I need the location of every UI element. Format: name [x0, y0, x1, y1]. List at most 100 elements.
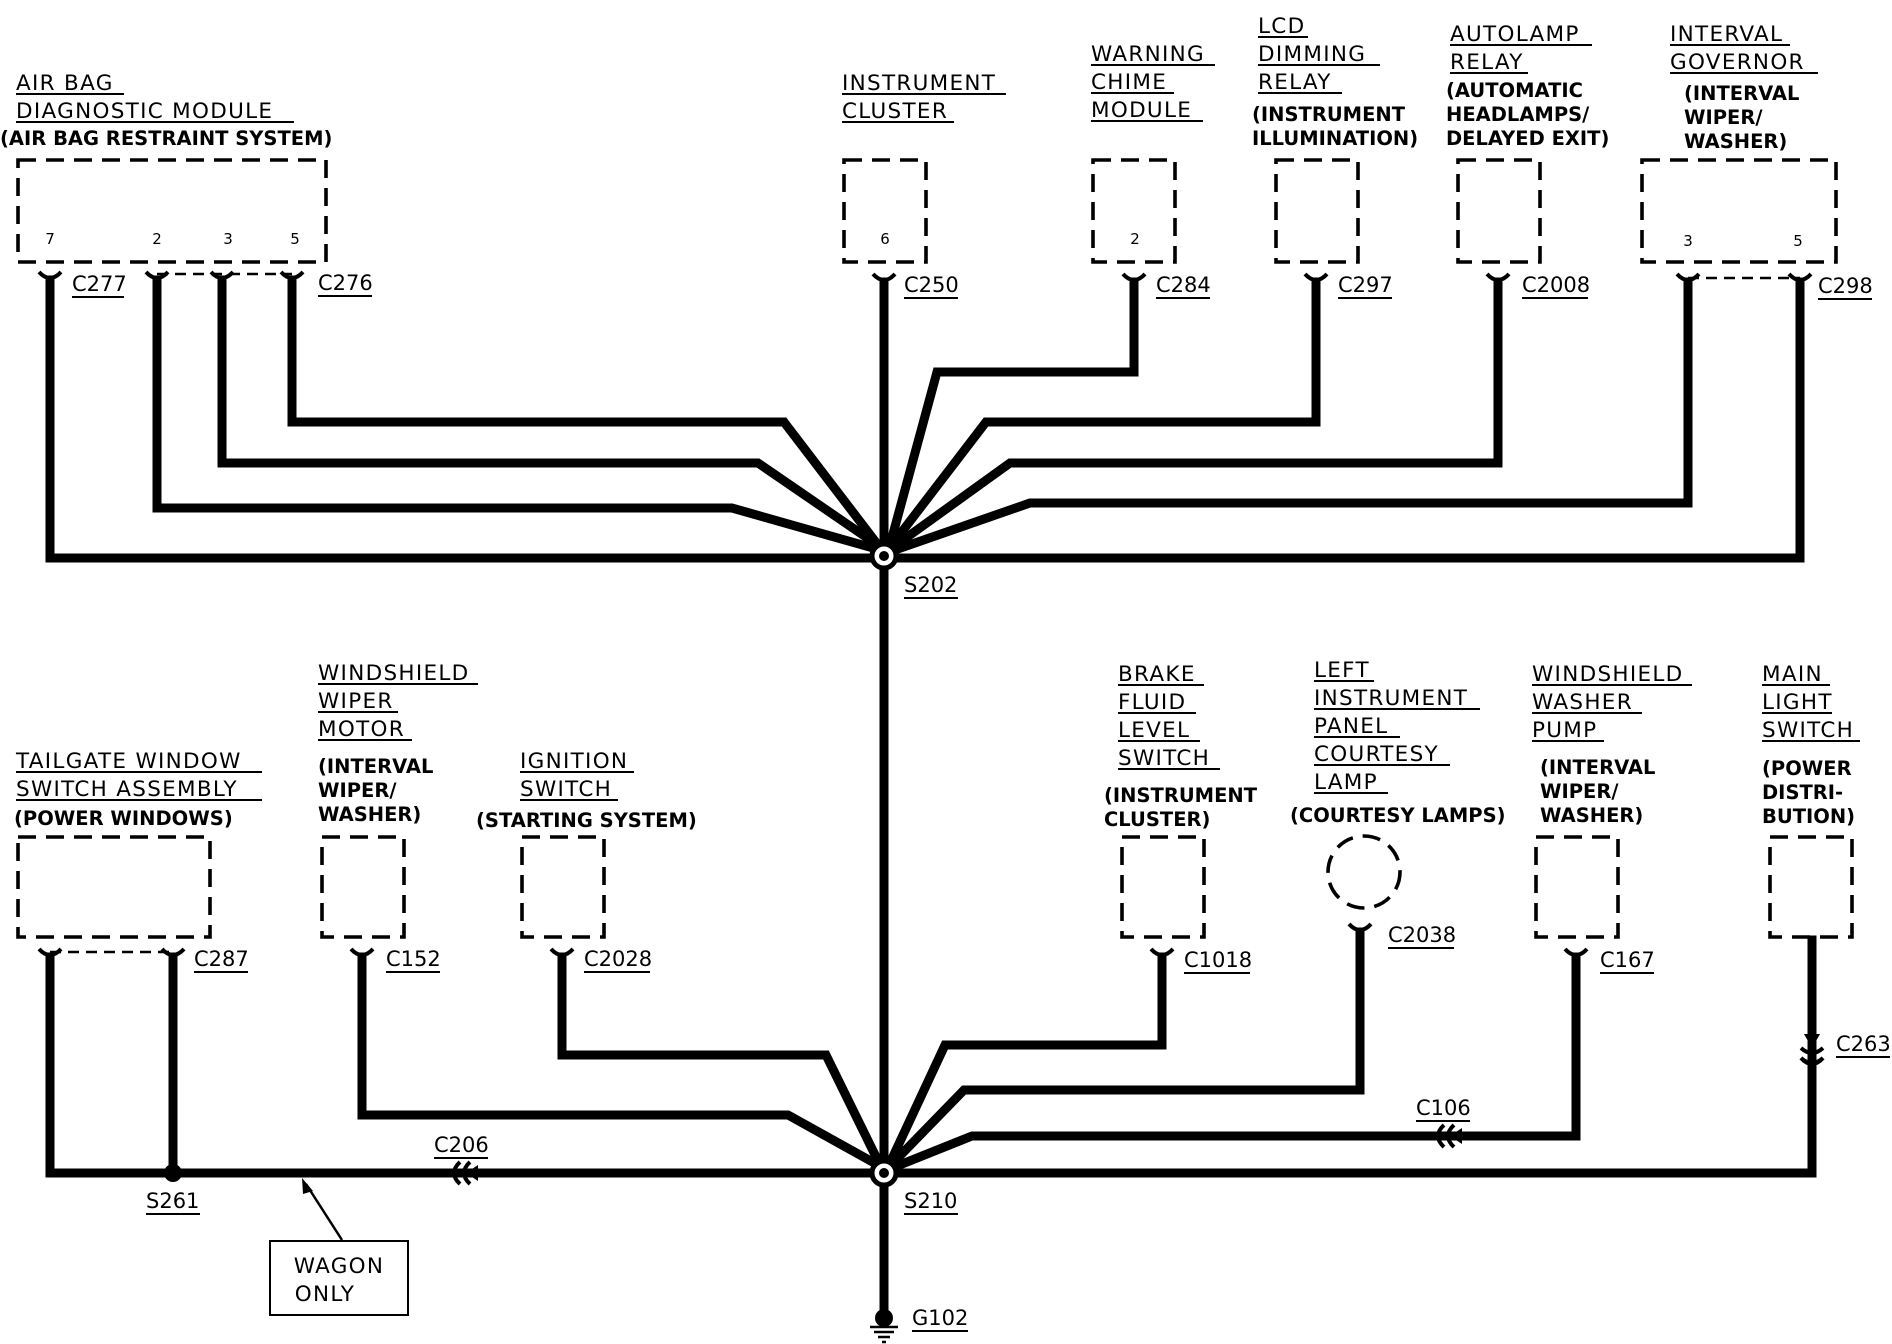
- connector-labels: C277 C276 C250 C284 C297 C2008 C298 S202…: [72, 271, 1891, 1332]
- interval-governor-box: [1640, 158, 1838, 264]
- component-boxes: [16, 158, 1854, 939]
- lower-wires: [45, 927, 1817, 1323]
- wire-c152-s210: [357, 952, 885, 1172]
- washer-system-1: (INTERVAL: [1540, 756, 1655, 779]
- wire-c1018-s210: [884, 952, 1167, 1169]
- washer-pump-box: [1534, 835, 1620, 939]
- wiper-motor-title-1: WINDSHIELD: [318, 661, 470, 686]
- air-bag-module-box: [16, 158, 328, 264]
- label-c167: C167: [1600, 948, 1655, 972]
- label-c287: C287: [194, 947, 249, 971]
- washer-system-2: WIPER/: [1540, 780, 1619, 803]
- air-bag-title-2: DIAGNOSTIC MODULE: [16, 99, 273, 124]
- main-light-title-3: SWITCH: [1762, 718, 1854, 743]
- lcd-title-2: DIMMING: [1258, 42, 1366, 67]
- splice-s210: [869, 1158, 899, 1188]
- wire-c287-left-s261: [45, 952, 178, 1178]
- splice-s261: [164, 1164, 182, 1182]
- c206-arrow: [452, 1160, 478, 1186]
- connector-fork-c2008: [1485, 272, 1511, 282]
- pin-2: 2: [152, 230, 162, 248]
- wire-c167-s210: [886, 952, 1581, 1174]
- pin-6: 6: [880, 230, 890, 248]
- label-c284: C284: [1156, 273, 1211, 297]
- brake-title-4: SWITCH: [1118, 746, 1210, 771]
- instrument-cluster-title-1: INSTRUMENT: [842, 71, 996, 96]
- connector-fork-c2028: [549, 947, 575, 957]
- splice-s202: [869, 541, 899, 571]
- courtesy-title-2: INSTRUMENT: [1314, 686, 1468, 711]
- connector-fork-c276-pin2: [144, 270, 170, 280]
- governor-system-2: WIPER/: [1684, 106, 1763, 129]
- wiper-motor-box: [320, 835, 406, 939]
- label-c263: C263: [1836, 1032, 1891, 1056]
- label-c298: C298: [1818, 274, 1873, 298]
- wire-c263-s210: [879, 935, 1817, 1178]
- warning-chime-title-2: CHIME: [1091, 70, 1167, 95]
- connector-fork-c277: [37, 270, 63, 280]
- governor-title-2: GOVERNOR: [1670, 50, 1805, 75]
- connector-fork-c1018: [1149, 947, 1175, 957]
- ignition-title-1: IGNITION: [520, 749, 628, 774]
- tailgate-switch-box: [16, 835, 212, 939]
- wire-c277-s202: [45, 275, 889, 563]
- label-g102: G102: [912, 1306, 968, 1330]
- autolamp-title-1: AUTOLAMP: [1450, 22, 1580, 47]
- instrument-cluster-box: [842, 158, 928, 264]
- lcd-title-3: RELAY: [1258, 70, 1332, 95]
- wagon-note-line-2: ONLY: [295, 1282, 355, 1307]
- pin-numbers: 7 2 3 5 6 2 3 5: [45, 230, 1803, 250]
- air-bag-system: (AIR BAG RESTRAINT SYSTEM): [0, 127, 332, 150]
- inline-connectors: [302, 1034, 1825, 1241]
- connector-fork-c287-left: [37, 947, 63, 957]
- label-c1018: C1018: [1184, 948, 1252, 972]
- main-light-system-1: (POWER: [1762, 757, 1852, 780]
- pin-2-chime: 2: [1130, 230, 1140, 248]
- instrument-cluster-title-2: CLUSTER: [842, 99, 948, 124]
- wire-c2028-s210: [557, 952, 886, 1170]
- connector-fork-c276-pin5: [279, 270, 305, 280]
- label-c2038: C2038: [1388, 923, 1456, 947]
- label-c106: C106: [1416, 1096, 1471, 1120]
- wire-c297-s202: [884, 277, 1321, 553]
- pin-3: 3: [223, 230, 233, 248]
- ground-symbol-g102: [870, 1309, 898, 1344]
- washer-title-2: WASHER: [1532, 690, 1633, 715]
- autolamp-title-2: RELAY: [1450, 50, 1524, 75]
- tailgate-system: (POWER WINDOWS): [14, 807, 233, 830]
- label-c2028: C2028: [584, 947, 652, 971]
- courtesy-title-5: LAMP: [1314, 770, 1378, 795]
- autolamp-system-1: (AUTOMATIC: [1446, 79, 1583, 102]
- governor-system-1: (INTERVAL: [1684, 82, 1799, 105]
- wire-c276-pin2-s202: [152, 275, 886, 556]
- connector-fork-c152: [349, 947, 375, 957]
- courtesy-title-3: PANEL: [1314, 714, 1388, 739]
- label-c297: C297: [1338, 273, 1393, 297]
- connector-fork-c297: [1303, 272, 1329, 282]
- wire-c2038-s210: [884, 927, 1365, 1172]
- label-c250: C250: [904, 273, 959, 297]
- connector-fork-c276-pin3: [209, 270, 235, 280]
- wire-c276-pin5-s202: [287, 275, 885, 552]
- washer-title-3: PUMP: [1532, 718, 1597, 743]
- lcd-system-2: ILLUMINATION): [1252, 127, 1418, 150]
- main-light-title-2: LIGHT: [1762, 690, 1833, 715]
- brake-title-1: BRAKE: [1118, 662, 1196, 687]
- brake-fluid-switch-box: [1120, 835, 1206, 939]
- autolamp-system-3: DELAYED EXIT): [1446, 127, 1609, 150]
- brake-title-2: FLUID: [1118, 690, 1186, 715]
- wiper-motor-title-2: WIPER: [318, 689, 394, 714]
- label-s202: S202: [904, 573, 957, 597]
- wiper-motor-system-2: WIPER/: [318, 779, 397, 802]
- brake-system-1: (INSTRUMENT: [1104, 784, 1258, 807]
- connector-links: [50, 272, 1800, 954]
- connector-fork-c298-pin5: [1787, 272, 1813, 282]
- washer-title-1: WINDSHIELD: [1532, 662, 1684, 687]
- upper-wires: [45, 275, 1805, 563]
- governor-system-3: WASHER): [1684, 130, 1787, 153]
- label-c152: C152: [386, 947, 441, 971]
- main-light-title-1: MAIN: [1762, 662, 1823, 687]
- wagon-only-note: WAGON ONLY: [269, 1240, 409, 1316]
- autolamp-system-2: HEADLAMPS/: [1446, 103, 1590, 126]
